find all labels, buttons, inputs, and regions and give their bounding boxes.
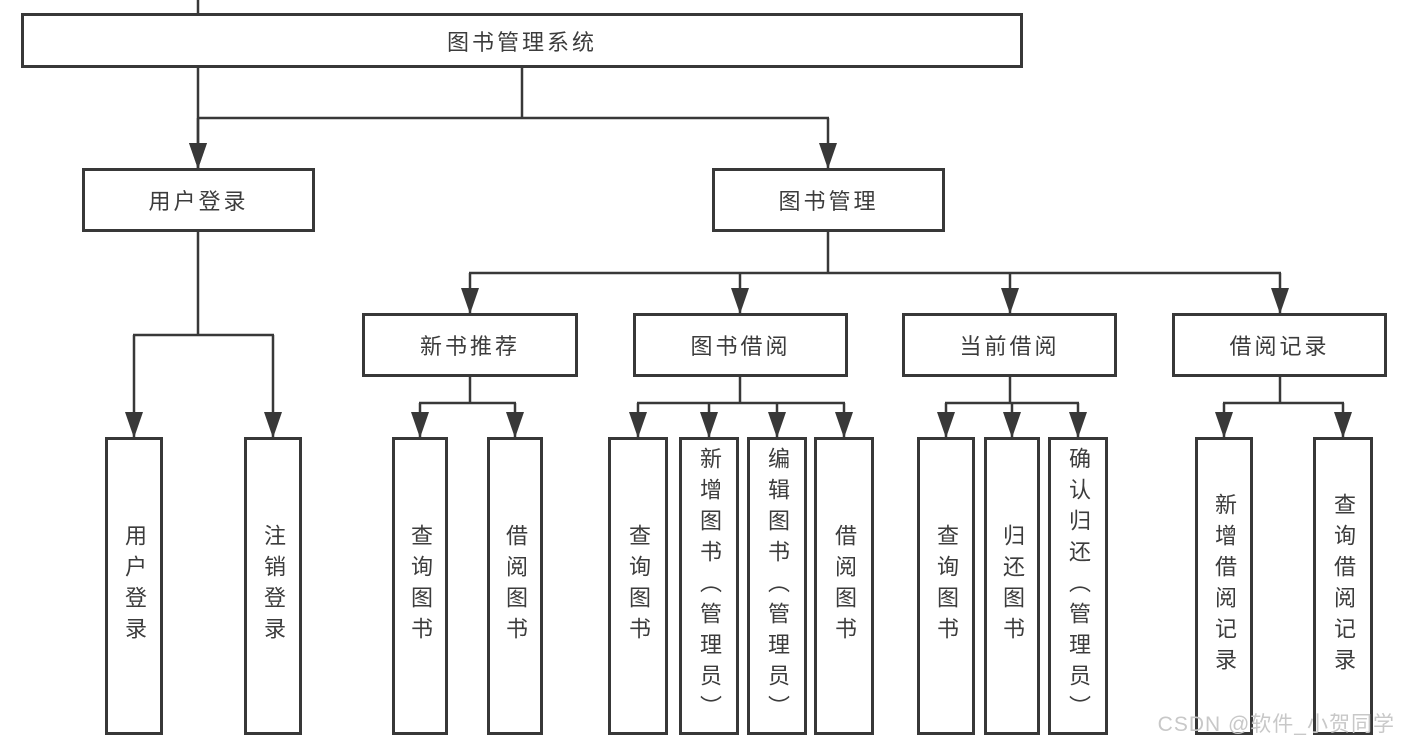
node-label: 当前借阅: [959, 334, 1060, 359]
leaf-label: 注销登录: [261, 524, 286, 648]
leaf-label: 确认归还（管理员）: [1066, 446, 1091, 726]
node-new-book-recommend: 新书推荐: [362, 313, 578, 377]
leaf-add-books-admin: 新增图书（管理员）: [679, 437, 739, 735]
leaf-label: 借阅图书: [503, 524, 528, 648]
leaf-label: 查询图书: [626, 524, 651, 648]
leaf-borrow-books-recommend: 借阅图书: [487, 437, 543, 735]
leaf-label: 编辑图书（管理员）: [765, 446, 790, 726]
leaf-label: 新增图书（管理员）: [697, 446, 722, 726]
csdn-watermark: CSDN @软件_小贺同学: [1157, 713, 1395, 736]
node-user-login: 用户登录: [82, 168, 315, 232]
node-label: 图书借阅: [690, 334, 791, 359]
leaf-label: 用户登录: [122, 524, 147, 648]
node-borrowing-records: 借阅记录: [1172, 313, 1387, 377]
connector-book-management-children: [461, 232, 1289, 314]
leaf-return-books: 归还图书: [984, 437, 1040, 735]
connector-root-to-level2: [189, 0, 837, 169]
node-label: 新书推荐: [419, 334, 520, 359]
leaf-query-books-recommend: 查询图书: [392, 437, 448, 735]
node-root-library-system: 图书管理系统: [21, 13, 1023, 68]
node-label: 图书管理: [778, 189, 879, 214]
leaf-query-borrow-record: 查询借阅记录: [1313, 437, 1373, 735]
connector-user-login-children: [125, 232, 282, 438]
node-book-borrowing: 图书借阅: [633, 313, 848, 377]
leaf-label: 归还图书: [1000, 524, 1025, 648]
connector-new-book-recommend-children: [411, 377, 524, 438]
node-label: 用户登录: [148, 189, 249, 214]
leaf-query-books-current: 查询图书: [917, 437, 975, 735]
node-label: 图书管理系统: [446, 29, 597, 55]
connector-current-borrowing-children: [937, 377, 1087, 438]
connector-borrowing-records-children: [1215, 377, 1352, 438]
leaf-label: 查询图书: [408, 524, 433, 648]
node-current-borrowing: 当前借阅: [902, 313, 1117, 377]
leaf-edit-books-admin: 编辑图书（管理员）: [747, 437, 807, 735]
leaf-logout: 注销登录: [244, 437, 302, 735]
connector-book-borrowing-children: [629, 377, 853, 438]
node-label: 借阅记录: [1229, 334, 1330, 359]
node-book-management: 图书管理: [712, 168, 945, 232]
leaf-label: 借阅图书: [832, 524, 857, 648]
leaf-label: 查询借阅记录: [1331, 493, 1356, 679]
leaf-borrow-books-borrowing: 借阅图书: [814, 437, 874, 735]
leaf-label: 查询图书: [934, 524, 959, 648]
leaf-confirm-return-admin: 确认归还（管理员）: [1048, 437, 1108, 735]
leaf-add-borrow-record: 新增借阅记录: [1195, 437, 1253, 735]
leaf-query-books-borrowing: 查询图书: [608, 437, 668, 735]
leaf-label: 新增借阅记录: [1212, 493, 1237, 679]
leaf-user-login: 用户登录: [105, 437, 163, 735]
